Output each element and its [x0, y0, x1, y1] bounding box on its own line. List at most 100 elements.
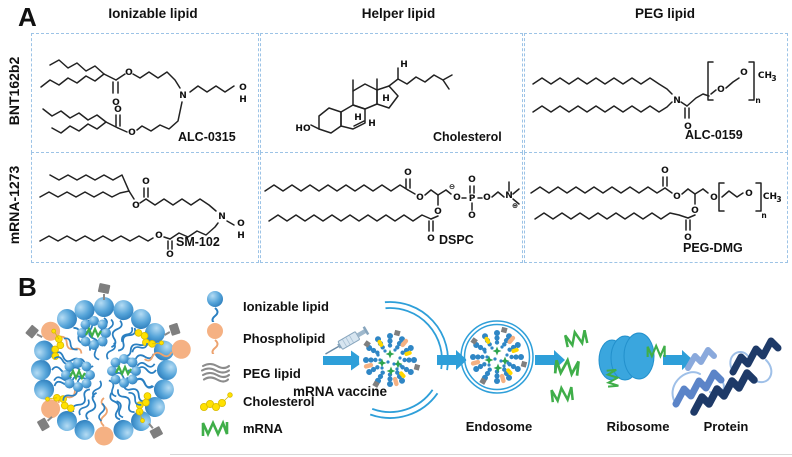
svg-text:H: H [239, 95, 247, 105]
alc0315-name: ALC-0315 [178, 130, 236, 144]
ionizable-lipid-icon [207, 291, 223, 322]
legend-item-mrna: mRNA [198, 412, 283, 444]
svg-text:N: N [179, 91, 187, 101]
svg-text:O: O [673, 192, 681, 202]
legend-item-phospholipid: Phospholipid [198, 322, 325, 354]
svg-text:H: H [237, 231, 245, 241]
cholesterol-name: Cholesterol [433, 130, 502, 144]
sm102-name: SM-102 [176, 235, 220, 249]
svg-text:N: N [218, 212, 226, 222]
cell-membrane-arcs [369, 301, 449, 419]
arrow-icon [663, 350, 693, 370]
pegdmg-name: PEG-DMG [683, 241, 743, 255]
cholesterol-icon [200, 392, 233, 411]
arrow-icon [535, 350, 565, 370]
svg-text:P: P [469, 194, 476, 204]
svg-text:O: O [468, 175, 476, 185]
svg-text:O: O [416, 193, 424, 203]
legend-label: Phospholipid [243, 330, 326, 346]
svg-text:H: H [368, 119, 376, 129]
svg-text:O: O [142, 177, 150, 187]
svg-text:CH: CH [758, 71, 772, 81]
alc0159-name: ALC-0159 [685, 128, 743, 142]
svg-text:O: O [166, 250, 174, 260]
bottom-divider [170, 454, 792, 455]
legend-label: Ionizable lipid [243, 298, 329, 314]
panel-a-label: A [18, 2, 37, 32]
svg-text:O: O [237, 219, 245, 229]
panel-b-label: B [18, 272, 37, 302]
column-header-helper: Helper lipid [361, 6, 436, 21]
svg-text:HO: HO [295, 124, 311, 134]
svg-text:3: 3 [771, 74, 776, 83]
svg-text:O: O [112, 98, 120, 108]
svg-text:O: O [710, 193, 718, 203]
mrna-icon [201, 419, 229, 438]
arrow-icon [437, 350, 467, 370]
svg-text:O: O [468, 211, 476, 221]
legend-item-peg-lipid: PEG lipid [198, 357, 301, 389]
svg-text:H: H [400, 60, 408, 70]
svg-text:⊖: ⊖ [449, 182, 455, 191]
svg-text:O: O [691, 206, 699, 216]
protein-label: Protein [703, 419, 749, 434]
released-mrna [550, 329, 589, 404]
ribosome-icon [598, 332, 666, 388]
svg-text:O: O [740, 68, 748, 78]
dspc-name: DSPC [439, 233, 474, 247]
flow-arrows [323, 350, 693, 371]
lipid-nanoparticle-illustration [23, 283, 194, 447]
row-label-bnt162b2: BNT162b2 [6, 56, 22, 126]
legend-label: Cholesterol [243, 393, 315, 409]
delivery-pathway-illustration [323, 301, 782, 419]
svg-text:n: n [761, 211, 766, 220]
endosome-label: Endosome [465, 419, 533, 434]
svg-text:N: N [673, 96, 681, 106]
column-header-ionizable: Ionizable lipid [108, 6, 198, 21]
svg-text:O: O [434, 207, 442, 217]
svg-text:O: O [132, 201, 140, 211]
svg-text:O: O [684, 122, 692, 132]
svg-text:O: O [453, 193, 461, 203]
mrna-vaccine-label: mRNA vaccine [292, 384, 388, 399]
mrna-vaccine-particle [359, 329, 421, 391]
svg-text:H: H [354, 113, 362, 123]
svg-text:⊕: ⊕ [512, 201, 518, 210]
svg-text:H: H [382, 94, 390, 104]
syringe-icon [325, 326, 370, 355]
svg-text:O: O [128, 128, 136, 138]
protein-ribbon-illustration [671, 337, 782, 416]
svg-text:O: O [684, 233, 692, 243]
svg-text:O: O [125, 68, 133, 78]
svg-text:O: O [427, 234, 435, 244]
legend-item-cholesterol: Cholesterol [198, 385, 315, 417]
lnp-outer-lipid-ring [30, 296, 178, 444]
peg-lipid-icon [200, 362, 231, 383]
svg-text:O: O [717, 85, 725, 95]
svg-text:O: O [745, 189, 753, 199]
svg-text:O: O [483, 193, 491, 203]
arrow-icon [323, 350, 365, 371]
ribosome-label: Ribosome [606, 419, 670, 434]
svg-text:O: O [404, 168, 412, 178]
svg-text:n: n [755, 96, 760, 105]
svg-text:O: O [239, 83, 247, 93]
svg-text:3: 3 [776, 195, 781, 204]
